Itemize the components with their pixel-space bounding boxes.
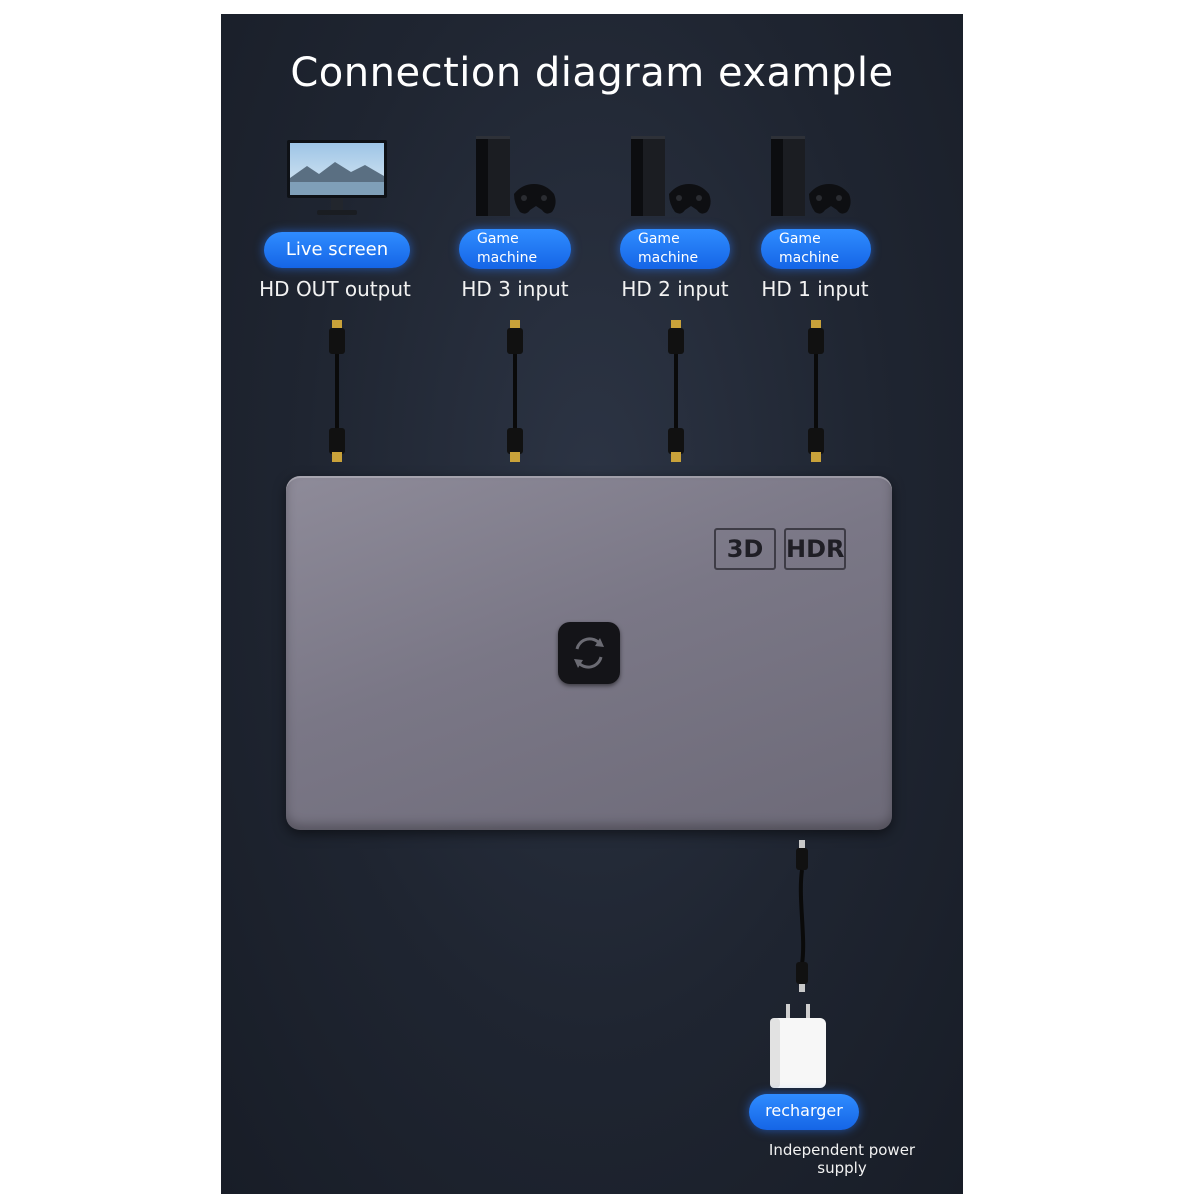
3d-badge: 3D: [714, 528, 776, 570]
game-console-icon: [476, 136, 556, 216]
hd1-input-label: HD 1 input: [761, 277, 869, 301]
hd2-input-label: HD 2 input: [621, 277, 729, 301]
power-adapter-icon: [770, 1004, 826, 1088]
live-screen-label: Live screen: [285, 239, 389, 260]
hdmi-cable-icon: [668, 320, 684, 462]
game-machine-label-line2: machine: [477, 250, 538, 266]
monitor-icon: [287, 140, 387, 215]
game-machine-pill-3: Game machine: [459, 229, 571, 269]
switch-button[interactable]: [558, 622, 620, 684]
live-screen-pill: Live screen: [264, 232, 410, 268]
recharger-label: recharger: [765, 1101, 843, 1120]
game-console-icon: [771, 136, 851, 216]
diagram-title: Connection diagram example: [290, 50, 894, 96]
game-machine-label-line2: machine: [779, 250, 840, 266]
game-console-icon: [631, 136, 711, 216]
hdmi-cable-icon: [808, 320, 824, 462]
power-supply-caption: Independent power supply: [768, 1141, 916, 1177]
usb-cable-icon: [796, 840, 808, 992]
hdmi-switch-box: 3D HDR: [286, 476, 892, 830]
switch-cycle-icon: [574, 637, 604, 669]
hdmi-cable-icon: [507, 320, 523, 462]
game-machine-pill-1: Game machine: [761, 229, 871, 269]
game-machine-label-line1: Game: [477, 231, 519, 247]
game-machine-label-line2: machine: [638, 250, 699, 266]
hd3-input-label: HD 3 input: [461, 277, 569, 301]
hdr-badge: HDR: [784, 528, 846, 570]
hd-out-label: HD OUT output: [259, 277, 411, 301]
hdmi-cable-icon: [329, 320, 345, 462]
game-machine-label-line1: Game: [779, 231, 821, 247]
recharger-pill: recharger: [749, 1094, 859, 1130]
game-machine-pill-2: Game machine: [620, 229, 730, 269]
game-machine-label-line1: Game: [638, 231, 680, 247]
